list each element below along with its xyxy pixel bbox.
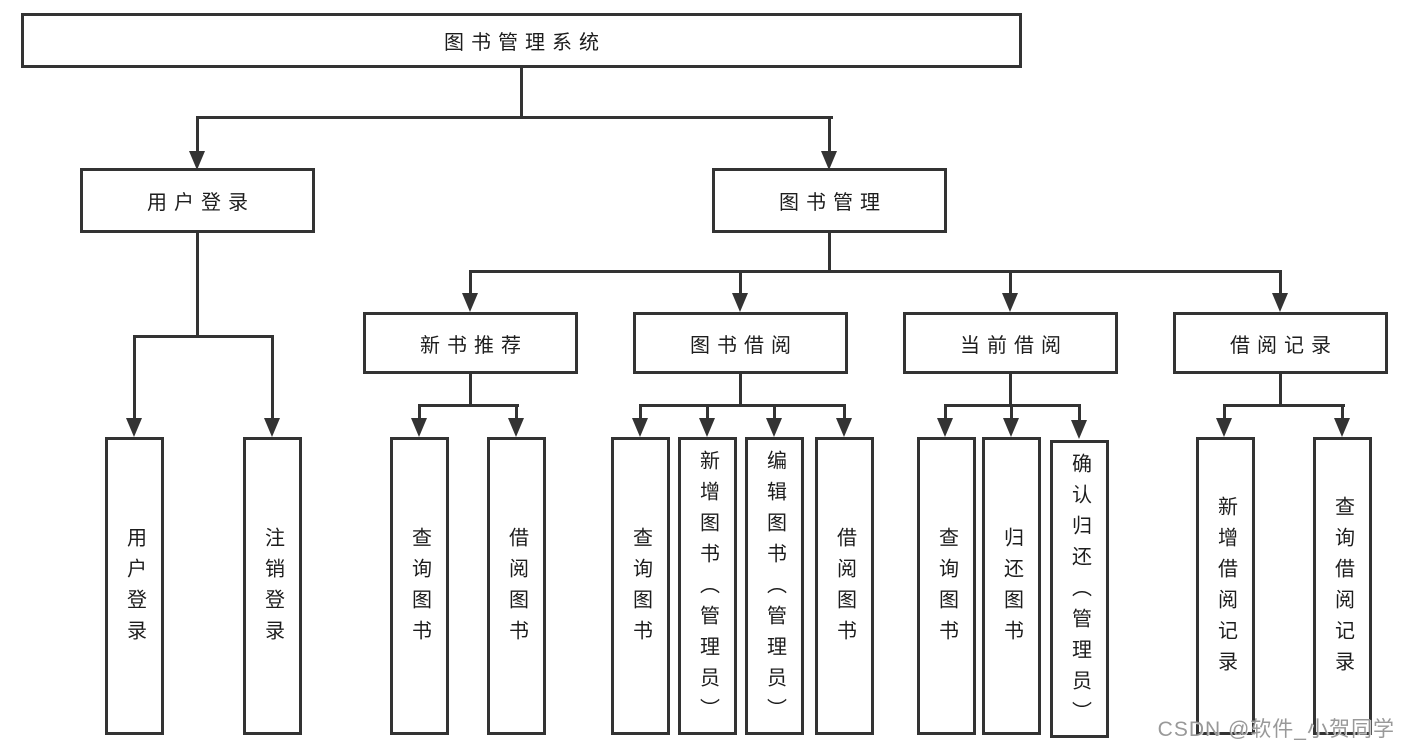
node-leaf-user-login: 用户登录 [105,437,164,735]
connector-line [196,116,833,119]
connector-line [469,372,472,407]
connector-line [515,404,518,422]
node-leaf-logout: 注销登录 [243,437,302,735]
node-book-borrowing: 图书借阅 [633,312,848,374]
connector-line [1223,404,1345,407]
connector-line [469,270,472,297]
node-borrow-records: 借阅记录 [1173,312,1388,374]
node-user-login: 用户登录 [80,168,315,233]
connector-line [1223,404,1226,422]
node-leaf-borrow-books-2: 借阅图书 [815,437,874,735]
node-leaf-query-borrow-record: 查询借阅记录 [1313,437,1372,735]
connector-line [706,404,709,422]
arrowhead-down-icon [821,151,837,170]
arrowhead-down-icon [836,418,852,437]
connector-line [418,404,519,407]
connector-line [639,404,846,407]
arrowhead-down-icon [1002,293,1018,312]
csdn-watermark: CSDN @软件_小贺同学 [1157,718,1395,741]
connector-line [828,231,831,273]
arrowhead-down-icon [937,418,953,437]
arrowhead-down-icon [1334,418,1350,437]
node-current-borrowing: 当前借阅 [903,312,1118,374]
connector-line [1009,372,1012,407]
arrowhead-down-icon [264,418,280,437]
connector-line [196,116,199,156]
connector-line [1341,404,1344,422]
connector-line [739,270,742,297]
arrowhead-down-icon [126,418,142,437]
node-leaf-borrow-books-1: 借阅图书 [487,437,546,735]
arrowhead-down-icon [1272,293,1288,312]
connector-line [469,270,1282,273]
arrowhead-down-icon [1071,420,1087,439]
arrowhead-down-icon [732,293,748,312]
connector-line [1010,404,1013,422]
node-root: 图书管理系统 [21,13,1022,68]
arrowhead-down-icon [189,151,205,170]
connector-line [739,372,742,407]
connector-line [196,231,199,337]
arrowhead-down-icon [1003,418,1019,437]
node-leaf-query-books-3: 查询图书 [917,437,976,735]
connector-line [133,335,136,423]
connector-line [828,116,831,156]
arrowhead-down-icon [462,293,478,312]
node-leaf-query-books-1: 查询图书 [390,437,449,735]
connector-line [1279,270,1282,297]
arrowhead-down-icon [1216,418,1232,437]
node-leaf-add-borrow-record: 新增借阅记录 [1196,437,1255,735]
connector-line [418,404,421,422]
node-leaf-edit-books-admin: 编辑图书（管理员） [745,437,804,735]
arrowhead-down-icon [766,418,782,437]
node-leaf-add-books-admin: 新增图书（管理员） [678,437,737,735]
connector-line [944,404,947,422]
arrowhead-down-icon [508,418,524,437]
connector-line [1078,404,1081,424]
node-new-book-recommend: 新书推荐 [363,312,578,374]
node-book-management: 图书管理 [712,168,947,233]
connector-line [1009,270,1012,297]
node-leaf-confirm-return-admin: 确认归还（管理员） [1050,440,1109,738]
arrowhead-down-icon [411,418,427,437]
connector-line [773,404,776,422]
connector-line [271,335,274,423]
arrowhead-down-icon [632,418,648,437]
connector-line [520,66,523,118]
connector-line [639,404,642,422]
node-leaf-query-books-2: 查询图书 [611,437,670,735]
node-leaf-return-books: 归还图书 [982,437,1041,735]
connector-line [843,404,846,422]
connector-line [1279,372,1282,407]
connector-line [133,335,274,338]
arrowhead-down-icon [699,418,715,437]
